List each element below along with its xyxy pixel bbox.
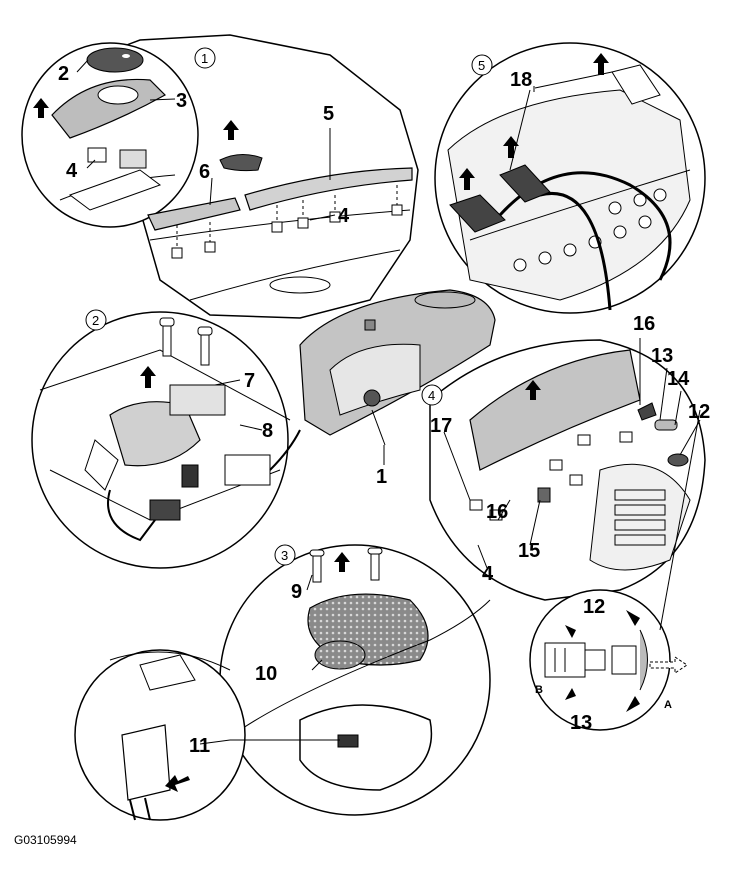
detail-view-4: 4 (421, 339, 706, 601)
label-13: 13 (651, 345, 673, 367)
label-11: 11 (189, 735, 210, 757)
detail-view-11 (74, 649, 340, 821)
label-2: 2 (58, 63, 69, 85)
detail-number: 4 (428, 388, 435, 403)
label-4c: 4 (482, 563, 494, 585)
label-13b: 13 (570, 712, 592, 734)
dashboard-assembly (299, 289, 496, 446)
label-9: 9 (291, 581, 302, 603)
label-5: 5 (323, 103, 334, 125)
detail-view-5: 5 (434, 42, 706, 314)
label-8: 8 (262, 420, 273, 442)
detail-view-3: 3 (219, 544, 491, 816)
detail-view-connector: B A (529, 409, 701, 731)
detail-number: 1 (201, 51, 208, 66)
label-1: 1 (376, 466, 387, 488)
label-16b: 16 (486, 501, 508, 523)
detail-view-2: 2 (31, 309, 301, 569)
label-17: 17 (430, 415, 452, 437)
detail-number: 3 (281, 548, 288, 563)
label-4: 4 (66, 160, 78, 182)
label-16: 16 (633, 313, 655, 335)
side-strip (147, 197, 241, 231)
label-14: 14 (667, 368, 690, 390)
label-12: 12 (688, 401, 710, 423)
dash-strip (244, 167, 413, 211)
detail-number: 5 (478, 58, 485, 73)
leader-lines (76, 59, 701, 745)
label-3: 3 (176, 90, 187, 112)
label-18: 18 (510, 69, 532, 91)
label-10: 10 (255, 663, 277, 685)
cover-cap (86, 47, 144, 73)
label-b: B (535, 684, 543, 696)
label-6: 6 (199, 161, 210, 183)
module-housing (109, 401, 201, 467)
detail-number: 2 (92, 313, 99, 328)
figure-id: G03105994 (14, 833, 77, 847)
label-7: 7 (244, 370, 255, 392)
label-15: 15 (518, 540, 540, 562)
label-a: A (664, 699, 672, 711)
detail-view-1: 1 (21, 34, 419, 319)
label-4b: 4 (338, 205, 350, 227)
label-12b: 12 (583, 596, 605, 618)
part-labels: 2 3 4 5 6 4 18 7 8 1 9 10 11 16 13 14 12… (58, 63, 710, 757)
